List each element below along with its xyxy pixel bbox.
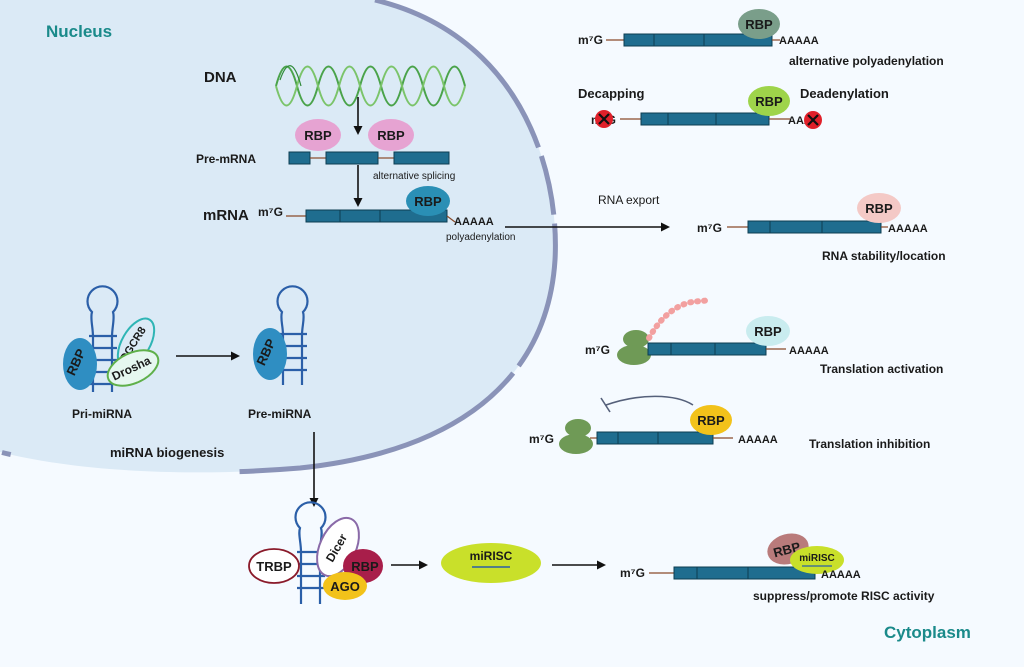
rbp-activation-label: RBP <box>754 324 782 339</box>
rna-export-label: RNA export <box>598 193 660 207</box>
rna-stability-label: RNA stability/location <box>822 249 946 263</box>
rbp-decay-label: RBP <box>755 94 783 109</box>
rbp-splicing-2-label: RBP <box>377 128 405 143</box>
translation-inhibition-label: Translation inhibition <box>809 437 930 451</box>
rbp-dicer-complex-label: RBP <box>351 559 379 574</box>
inhibition-cap-label: m⁷G <box>529 432 554 446</box>
mirna-biogenesis-label: miRNA biogenesis <box>110 445 224 460</box>
mrna-cap-label: m⁷G <box>258 205 283 219</box>
rbp-alt-polya-label: RBP <box>745 17 773 32</box>
mrna-strand <box>286 209 456 223</box>
drosha-protein <box>106 349 160 387</box>
inhibition-strand <box>590 431 733 445</box>
inhibition-tail-label: AAAAA <box>738 434 778 446</box>
rbp-activation <box>746 316 790 346</box>
stability-strand <box>727 220 888 234</box>
pre-mrna-label: Pre-mRNA <box>196 152 256 166</box>
ago-protein <box>323 572 367 600</box>
alternative-splicing-label: alternative splicing <box>373 171 455 182</box>
polyadenylation-label: polyadenylation <box>446 232 516 243</box>
alternative-polyadenylation-label: alternative polyadenylation <box>789 54 944 68</box>
rbp-pri-mirna <box>63 338 97 390</box>
inhibition-arrow <box>605 395 694 406</box>
rbp-inhibition <box>690 405 732 435</box>
alt-polya-tail-label: AAAAA <box>779 35 819 47</box>
nucleus-label: Nucleus <box>46 22 112 41</box>
rbp-stability <box>857 193 901 223</box>
trbp-label: TRBP <box>256 559 292 574</box>
nascent-peptide-icon <box>646 297 712 341</box>
risc-tail-label: AAAAA <box>821 569 861 581</box>
decay-strand <box>620 112 790 126</box>
mirisc-label: miRISC <box>470 549 513 563</box>
mirisc-bound <box>790 546 844 574</box>
ribosome-icon <box>617 330 651 365</box>
mirisc-complex <box>441 543 541 583</box>
rbp-decay <box>748 86 790 116</box>
pre-mrna-strand <box>288 151 450 165</box>
deadenylation-label: Deadenylation <box>800 86 889 101</box>
inhibition-bar <box>600 397 611 413</box>
pri-mirna-label: Pri-miRNA <box>72 407 132 421</box>
mirisc-bound-label: miRISC <box>799 553 835 564</box>
stability-cap-label: m⁷G <box>697 221 722 235</box>
alt-polya-cap-label: m⁷G <box>578 33 603 47</box>
decapping-block-icon <box>595 110 613 128</box>
rbp-splicing-1 <box>295 119 341 151</box>
rbp-pre-mirna <box>253 328 287 380</box>
rbp-polyadenylation <box>406 186 450 216</box>
pre-mirna-label: Pre-miRNA <box>248 407 312 421</box>
stability-tail-label: AAAAA <box>888 223 928 235</box>
risc-activity-label: suppress/promote RISC activity <box>753 589 935 603</box>
activation-tail-label: AAAAA <box>789 345 829 357</box>
rbp-splicing-1-label: RBP <box>304 128 332 143</box>
mrna-label: mRNA <box>203 207 249 224</box>
nuclear-membrane <box>0 0 558 475</box>
rbp-inhibition-label: RBP <box>697 413 725 428</box>
activation-cap-label: m⁷G <box>585 343 610 357</box>
activation-strand <box>647 342 786 356</box>
rbp-polyadenylation-label: RBP <box>414 194 442 209</box>
cytoplasm-label: Cytoplasm <box>884 623 971 642</box>
dna-helix-icon <box>275 65 466 107</box>
ribosome-inhibited-icon <box>559 419 593 454</box>
risc-cap-label: m⁷G <box>620 566 645 580</box>
deadenylation-block-icon <box>804 111 822 129</box>
rbp-stability-label: RBP <box>865 201 893 216</box>
translation-activation-label: Translation activation <box>820 362 943 376</box>
alt-polya-strand <box>606 33 780 47</box>
trbp-protein <box>248 548 300 584</box>
rbp-splicing-2 <box>368 119 414 151</box>
dna-label: DNA <box>204 69 237 86</box>
decapping-label: Decapping <box>578 86 645 101</box>
rbp-alt-polya <box>738 9 780 39</box>
ago-label: AGO <box>330 579 360 594</box>
mrna-polya-label: AAAAA <box>454 216 494 228</box>
